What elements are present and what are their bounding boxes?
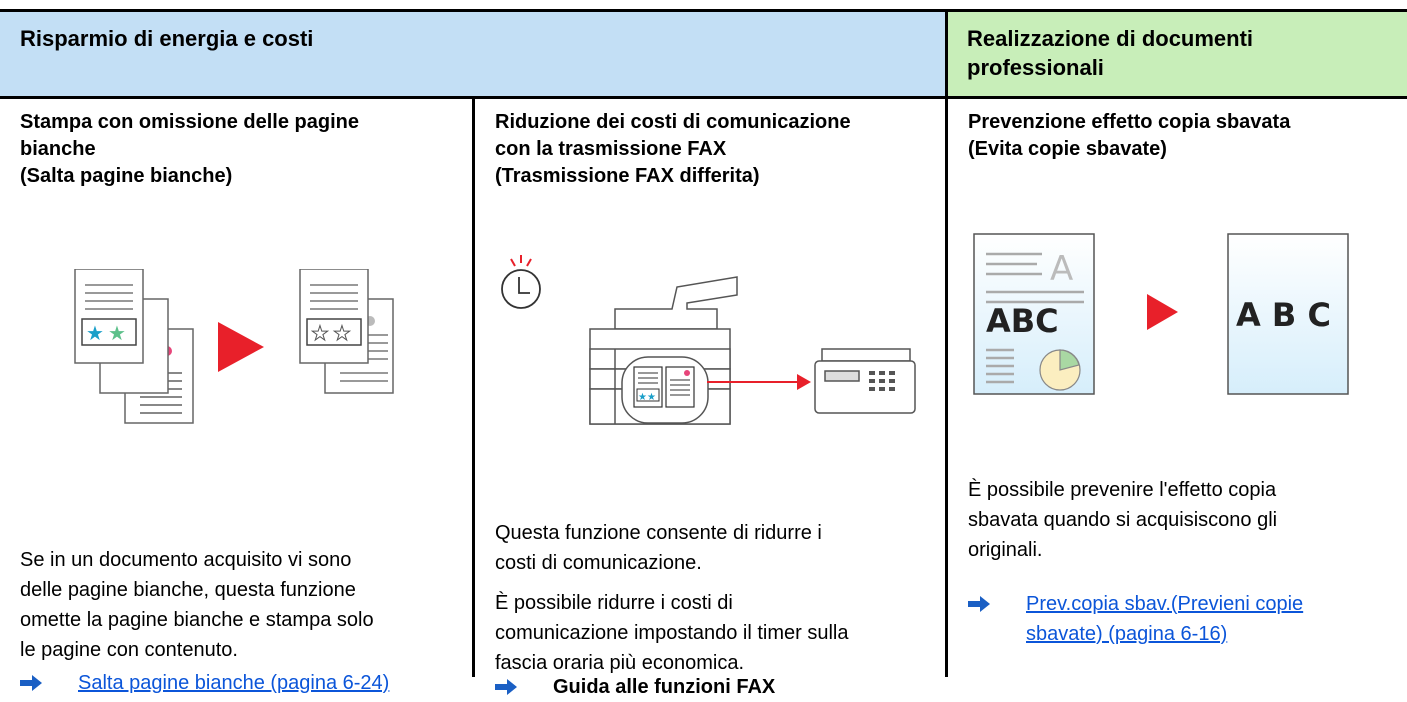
col-divider-right (945, 9, 948, 677)
arrow-right-icon (968, 589, 1026, 649)
skip-blank-illustration: ★ ★ ★ ★ (74, 269, 394, 424)
top-border (0, 9, 1407, 12)
col1-link-row: Salta pagine bianche (pagina 6-24) (20, 668, 462, 698)
arrow-right-icon (20, 668, 78, 698)
col-divider-middle (472, 96, 475, 677)
header-professional-docs: Realizzazione di documenti professionali (947, 10, 1407, 96)
col-prevent-bleed: Prevenzione effetto copia sbavata (Evita… (948, 99, 1407, 677)
svg-text:★: ★ (311, 321, 329, 345)
page-icon (1227, 233, 1349, 395)
col3-description: È possibile prevenire l'effetto copia sb… (968, 479, 1278, 561)
svg-text:A B C: A B C (1236, 296, 1331, 334)
arrow-right-icon (797, 374, 811, 390)
bleed-prevention-illustration: A ABC A B C (973, 233, 1349, 395)
col3-title: Prevenzione effetto copia sbavata (Evita… (968, 111, 1291, 160)
svg-text:ABC: ABC (986, 302, 1059, 340)
header-divider (0, 96, 1407, 99)
col-delayed-fax: Riduzione dei costi di comunicazione con… (475, 99, 945, 698)
col-skip-blank-pages: Stampa con omissione delle pagine bianch… (0, 99, 472, 694)
header-energy-costs: Risparmio di energia e costi (0, 10, 947, 96)
svg-text:★★: ★★ (638, 392, 656, 403)
header-energy-costs-label: Risparmio di energia e costi (20, 26, 314, 51)
col1-description: Se in un documento acquisito vi sono del… (20, 549, 374, 661)
arrow-right-icon (218, 322, 264, 372)
feature-overview-page: Risparmio di energia e costi Realizzazio… (0, 9, 1407, 698)
header-professional-docs-line1: Realizzazione di documenti (967, 26, 1254, 51)
col1-title: Stampa con omissione delle pagine bianch… (20, 111, 359, 187)
svg-text:★: ★ (86, 321, 104, 345)
header-professional-docs-line2: professionali (967, 55, 1104, 80)
svg-text:A: A (1050, 249, 1073, 289)
page-icon (74, 269, 144, 364)
delayed-fax-illustration: ★★ (501, 255, 916, 425)
svg-text:★: ★ (333, 321, 351, 345)
col2-title: Riduzione dei costi di comunicazione con… (495, 111, 851, 187)
fax-machine-icon (814, 348, 916, 414)
clock-icon (501, 255, 541, 309)
svg-text:★: ★ (108, 321, 126, 345)
skip-blank-pages-link[interactable]: Salta pagine bianche (pagina 6-24) (78, 672, 390, 694)
arrow-right-icon (1147, 294, 1178, 330)
